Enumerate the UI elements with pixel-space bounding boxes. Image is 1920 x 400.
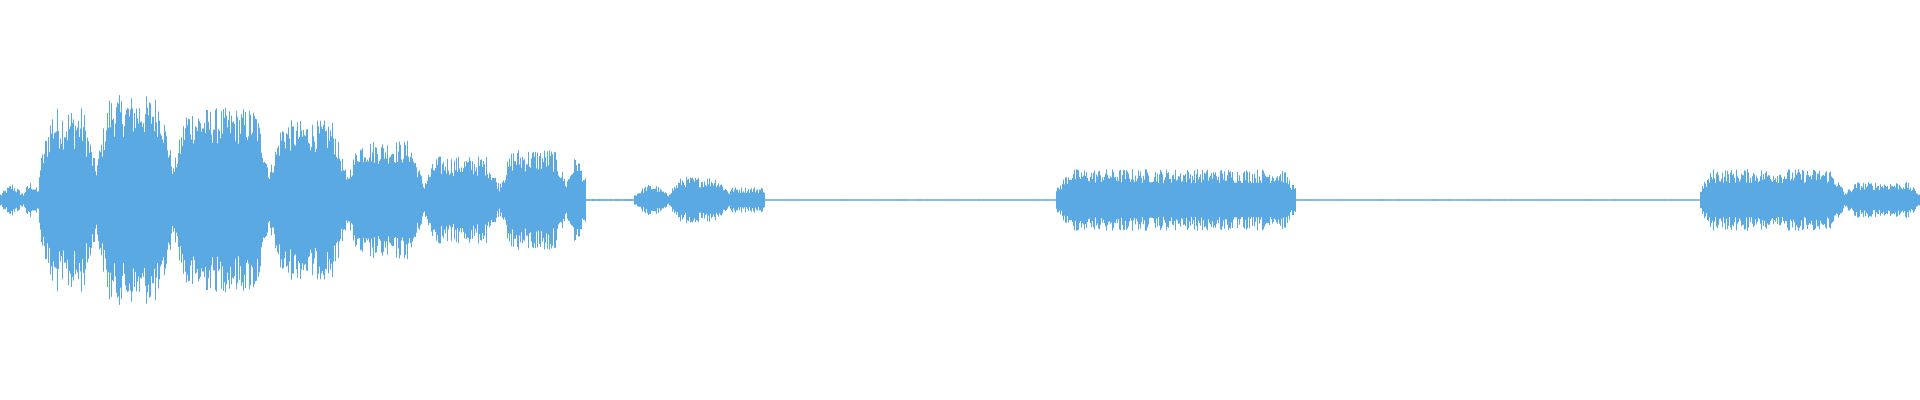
waveform-bars [0, 95, 1920, 305]
waveform-path [0, 95, 1920, 305]
